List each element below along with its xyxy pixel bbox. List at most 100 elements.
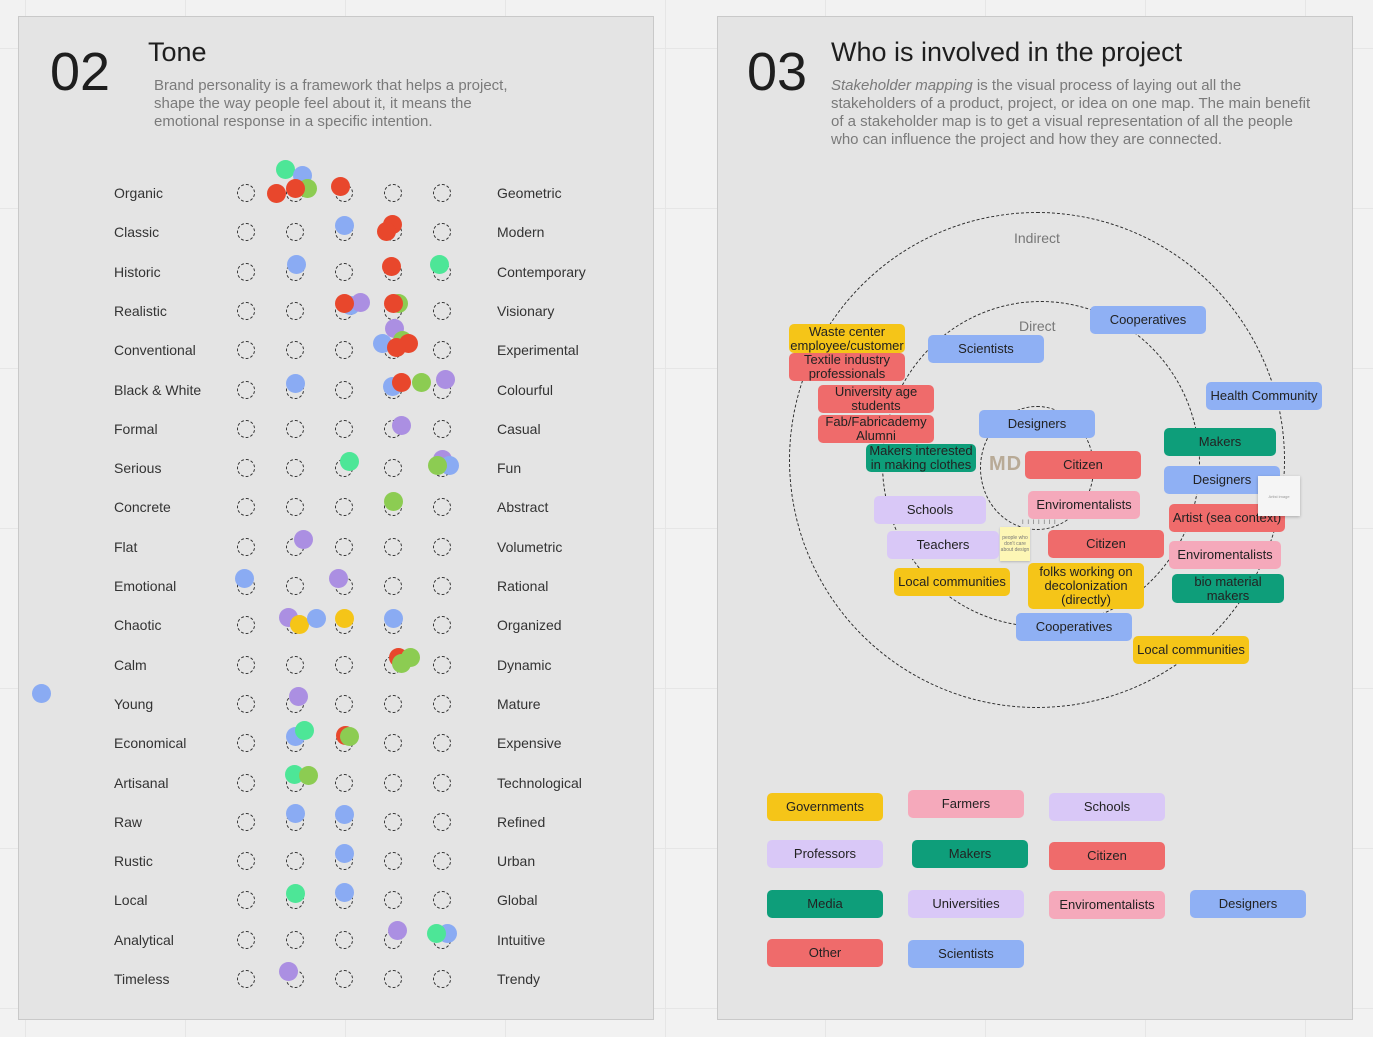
scale-slot-2[interactable] (286, 734, 304, 753)
scale-slot-4[interactable] (384, 734, 402, 753)
scale-slot-3[interactable] (335, 616, 353, 635)
vote-dot[interactable] (350, 292, 370, 312)
scale-slot-1[interactable] (237, 380, 255, 399)
scale-slot-1[interactable] (237, 419, 255, 438)
scale-slot-5[interactable] (433, 734, 451, 753)
scale-slot-4[interactable] (384, 577, 402, 595)
scale-slot-5[interactable] (433, 262, 451, 281)
legend-sticky[interactable]: Makers (912, 840, 1028, 868)
scale-slot-4[interactable] (384, 852, 402, 871)
scale-slot-1[interactable] (237, 891, 255, 910)
scale-slot-3[interactable] (335, 970, 353, 988)
scale-slot-5[interactable] (433, 223, 451, 242)
scale-slot-2[interactable] (286, 262, 304, 281)
scale-slot-4[interactable] (384, 223, 402, 242)
scale-slot-1[interactable] (237, 616, 255, 635)
scale-slot-2[interactable] (286, 970, 304, 988)
legend-sticky[interactable]: Governments (767, 793, 883, 821)
stakeholder-frame[interactable]: 03 Who is involved in the project Stakeh… (717, 16, 1353, 1020)
scale-slot-5[interactable] (433, 341, 451, 360)
scale-slot-4[interactable] (384, 459, 402, 478)
scale-slot-2[interactable] (286, 891, 304, 910)
scale-slot-4[interactable] (384, 694, 402, 713)
scale-slot-5[interactable] (433, 694, 451, 713)
scale-slot-3[interactable] (335, 262, 353, 281)
scale-slot-5[interactable] (433, 655, 451, 674)
stakeholder-note[interactable]: Citizen (1025, 451, 1141, 479)
stakeholder-note[interactable]: Citizen (1048, 530, 1164, 558)
scale-slot-3[interactable] (335, 459, 353, 478)
scale-slot-3[interactable] (335, 773, 353, 792)
stakeholder-note[interactable]: Fab/Fabricademy Alumni (818, 415, 934, 443)
scale-slot-2[interactable] (286, 812, 304, 831)
scale-slot-5[interactable] (433, 459, 451, 478)
scale-slot-1[interactable] (237, 223, 255, 242)
stakeholder-note[interactable]: Textile industry professionals (789, 353, 905, 381)
scale-slot-5[interactable] (433, 498, 451, 517)
scale-slot-2[interactable] (286, 419, 304, 438)
legend-sticky[interactable]: Designers (1190, 890, 1306, 918)
scale-slot-3[interactable] (335, 655, 353, 674)
scale-slot-2[interactable] (286, 930, 304, 949)
scale-slot-5[interactable] (433, 380, 451, 399)
scale-slot-5[interactable] (433, 773, 451, 792)
scale-slot-1[interactable] (237, 301, 255, 320)
scale-slot-4[interactable] (384, 616, 402, 635)
scale-slot-3[interactable] (335, 694, 353, 713)
scale-slot-2[interactable] (286, 301, 304, 320)
stakeholder-note[interactable]: Local communities (1133, 636, 1249, 664)
scale-slot-3[interactable] (335, 852, 353, 871)
vote-dot[interactable] (266, 183, 286, 203)
scale-slot-3[interactable] (335, 341, 353, 360)
scale-slot-3[interactable] (335, 301, 353, 320)
scale-slot-1[interactable] (237, 498, 255, 517)
scale-slot-5[interactable] (433, 812, 451, 831)
scale-slot-1[interactable] (237, 930, 255, 949)
scale-slot-4[interactable] (384, 419, 402, 438)
stakeholder-note[interactable]: Schools (874, 496, 986, 524)
scale-slot-3[interactable] (335, 537, 353, 556)
stakeholder-note[interactable]: Cooperatives (1016, 613, 1132, 641)
scale-slot-2[interactable] (286, 616, 304, 635)
stakeholder-note[interactable]: Artist (sea context) (1169, 504, 1285, 532)
stakeholder-note[interactable]: Designers (979, 410, 1095, 438)
scale-slot-3[interactable] (335, 498, 353, 517)
legend-sticky[interactable]: Scientists (908, 940, 1024, 968)
scale-slot-3[interactable] (335, 380, 353, 399)
scale-slot-1[interactable] (237, 694, 255, 713)
scale-slot-1[interactable] (237, 262, 255, 281)
tone-frame[interactable]: 02 Tone Brand personality is a framework… (18, 16, 654, 1020)
artist-image-card[interactable]: Artist image (1258, 476, 1300, 516)
scale-slot-1[interactable] (237, 341, 255, 360)
scale-slot-2[interactable] (286, 577, 304, 595)
scale-slot-1[interactable] (237, 970, 255, 988)
stakeholder-note[interactable]: Waste center employee/customer (789, 324, 905, 353)
stakeholder-note[interactable]: Local communities (894, 568, 1010, 596)
scale-slot-3[interactable] (335, 930, 353, 949)
scale-slot-3[interactable] (335, 891, 353, 910)
scale-slot-3[interactable] (335, 577, 353, 595)
scale-slot-1[interactable] (237, 577, 255, 595)
scale-slot-2[interactable] (286, 223, 304, 242)
stakeholder-note[interactable]: Cooperatives (1090, 306, 1206, 334)
scale-slot-1[interactable] (237, 773, 255, 792)
scale-slot-4[interactable] (384, 301, 402, 320)
scale-slot-2[interactable] (286, 341, 304, 360)
legend-sticky[interactable]: Farmers (908, 790, 1024, 818)
scale-slot-2[interactable] (286, 655, 304, 674)
scale-slot-4[interactable] (384, 812, 402, 831)
scale-slot-2[interactable] (286, 498, 304, 517)
scale-slot-4[interactable] (384, 184, 402, 202)
scale-slot-4[interactable] (384, 930, 402, 949)
vote-dot[interactable] (400, 647, 420, 667)
scale-slot-2[interactable] (286, 380, 304, 399)
vote-dot[interactable] (292, 165, 312, 185)
stakeholder-note[interactable]: Health Community (1206, 382, 1322, 410)
stakeholder-note[interactable]: folks working on decolonization (directl… (1028, 563, 1144, 609)
vote-dot[interactable] (306, 608, 326, 628)
scale-slot-4[interactable] (384, 341, 402, 360)
scale-slot-2[interactable] (286, 852, 304, 871)
legend-sticky[interactable]: Universities (908, 890, 1024, 918)
scale-slot-5[interactable] (433, 577, 451, 595)
legend-sticky[interactable]: Citizen (1049, 842, 1165, 870)
